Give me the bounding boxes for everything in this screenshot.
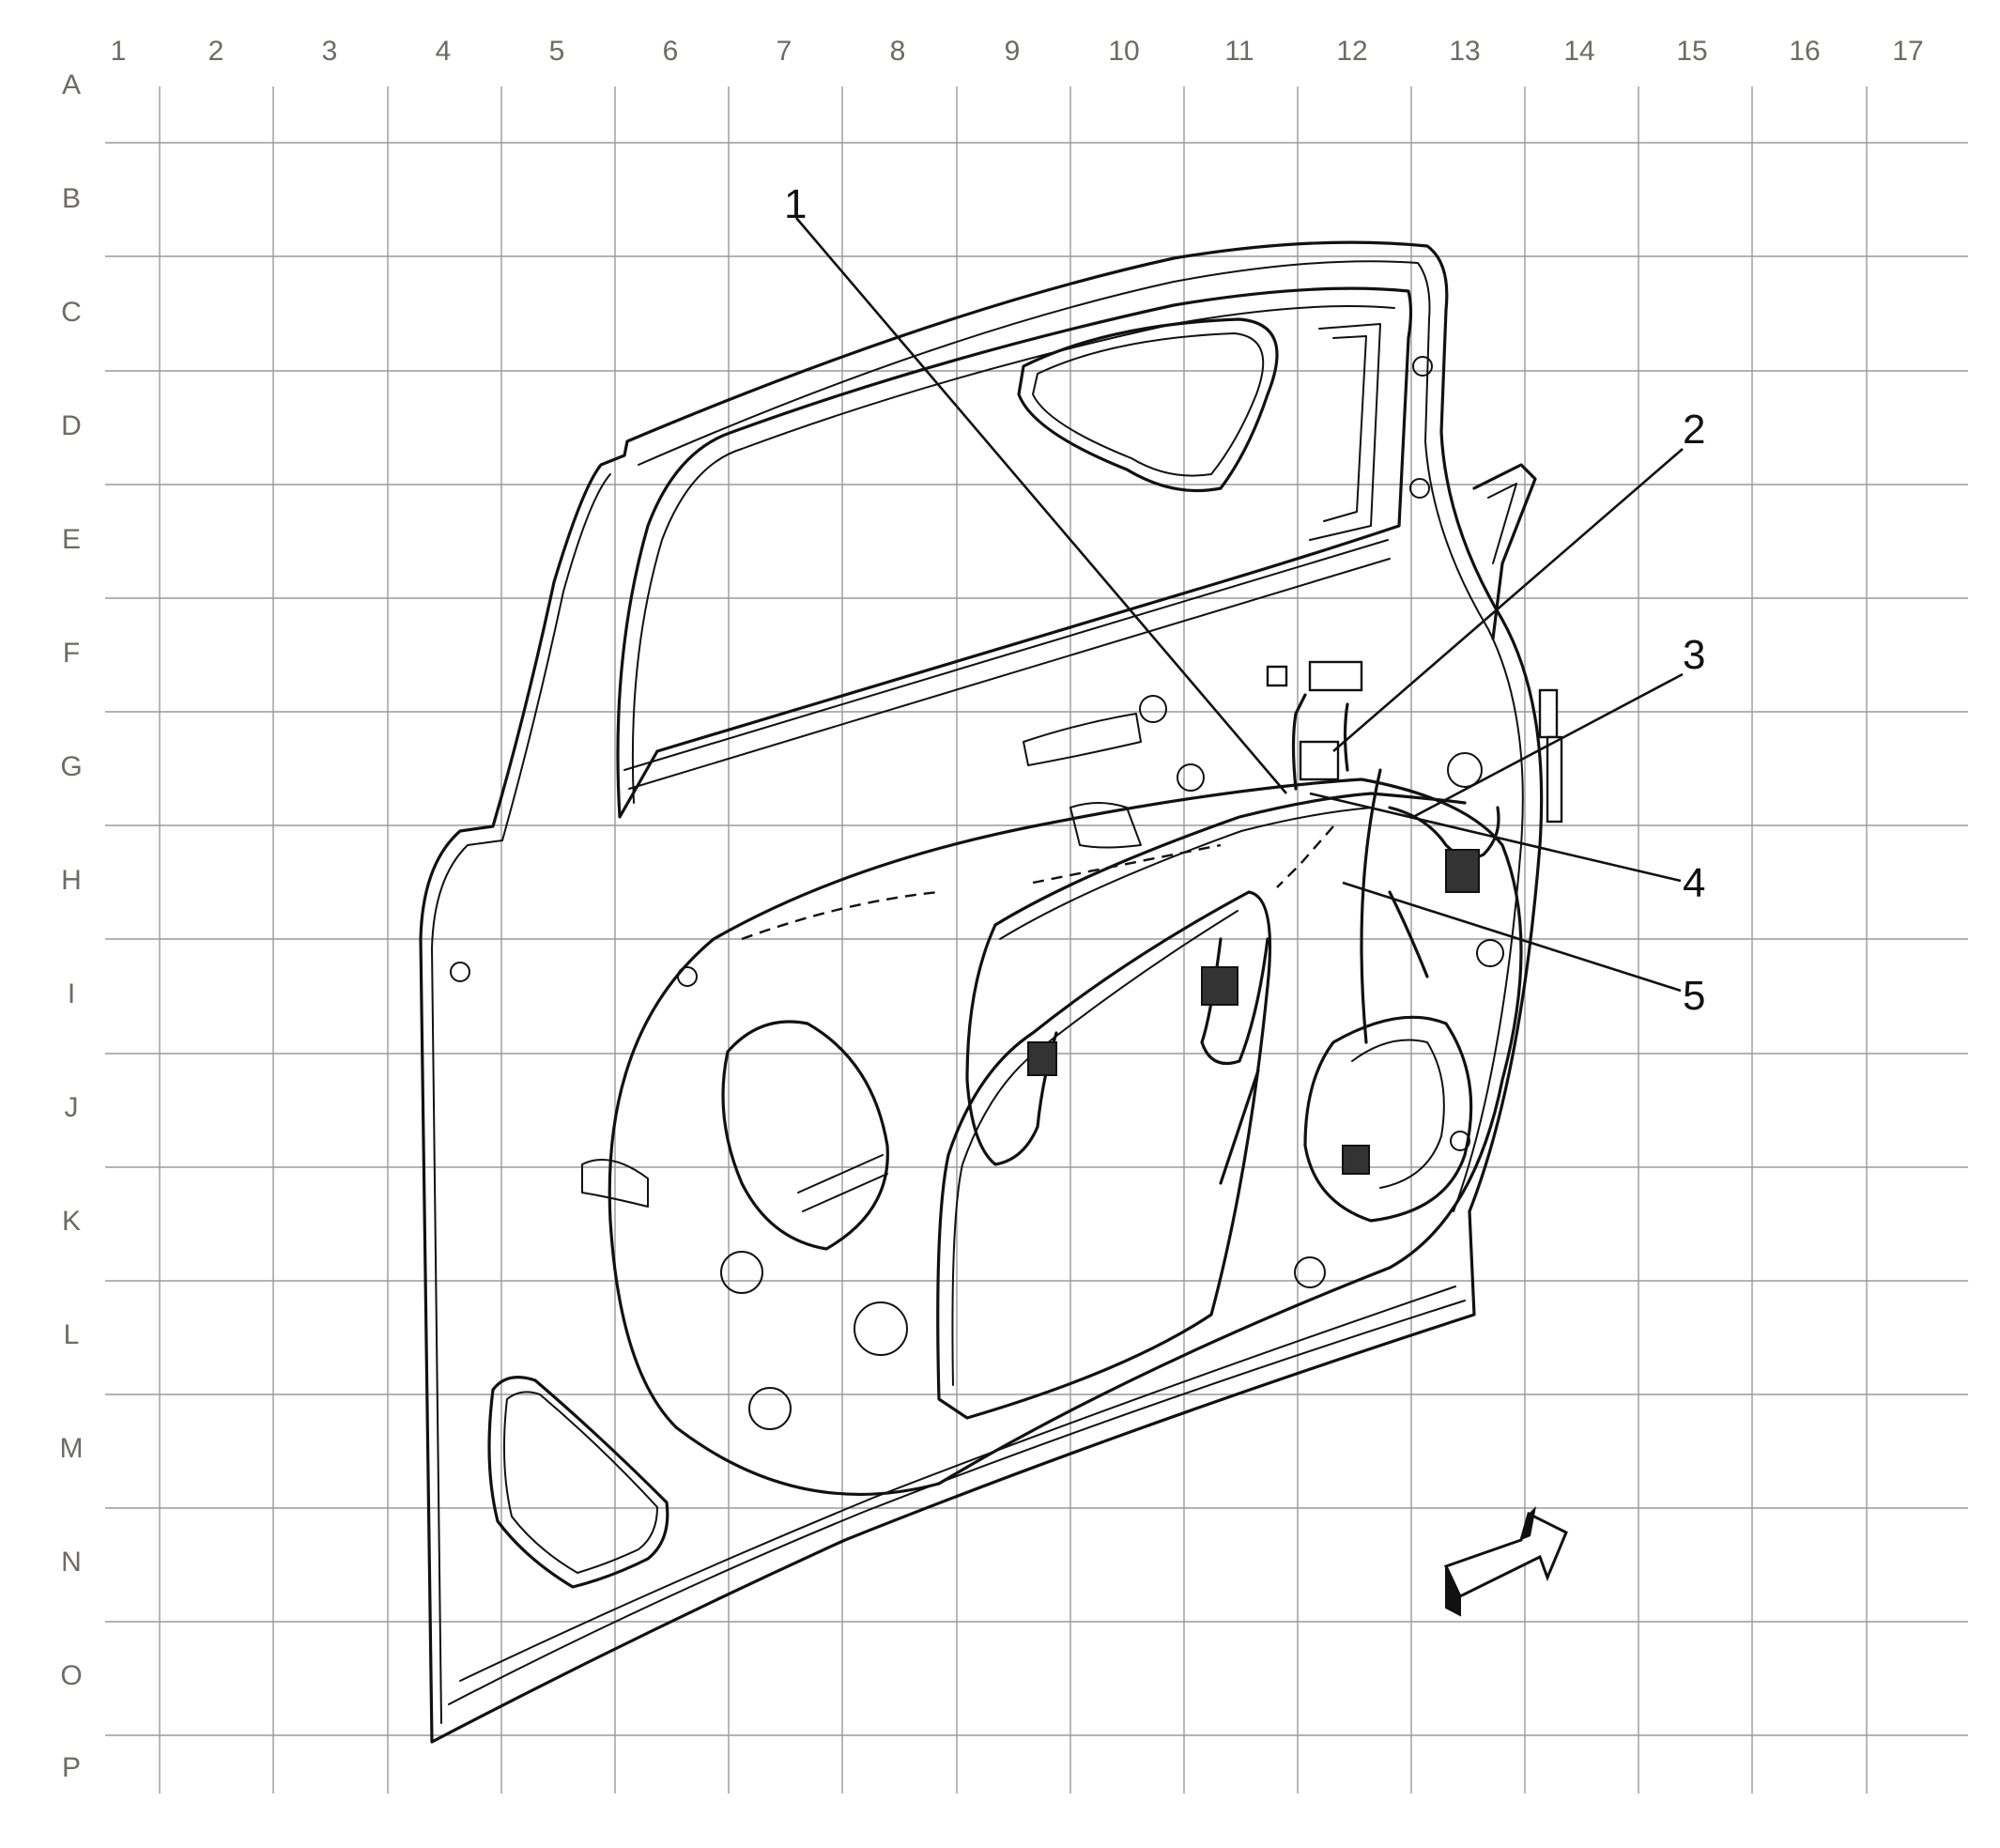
grid-column-label: 9	[1005, 36, 1021, 67]
grid-row-label: H	[61, 865, 82, 896]
reference-grid	[105, 86, 1968, 1794]
grid-column-label: 7	[777, 36, 792, 67]
connector-small-icon	[1266, 665, 1288, 687]
panel-holes	[450, 356, 1504, 1430]
window-frame	[616, 286, 1413, 819]
grid-row-label: M	[60, 1433, 84, 1464]
latch-strip-icon	[1546, 735, 1563, 824]
grid-row-label: J	[65, 1092, 79, 1123]
grid-row-label: B	[62, 183, 81, 214]
grid-row-labels: A B C D E F G H I J K L M N O P	[60, 69, 84, 1783]
leader-4	[1309, 792, 1682, 883]
latch-connector-icon	[1538, 688, 1559, 739]
callout-4: 4	[1683, 860, 1705, 906]
grid-column-label: 8	[890, 36, 906, 67]
callout-5: 5	[1683, 973, 1705, 1019]
leader-1	[795, 217, 1287, 794]
grid-column-label: 13	[1449, 36, 1480, 67]
grid-row-label: A	[62, 69, 81, 100]
lower-reinforcement	[487, 1376, 669, 1589]
callout-labels: 1 2 3 4 5	[784, 181, 1705, 1019]
callout-2: 2	[1683, 407, 1705, 453]
grid-column-label: 16	[1789, 36, 1820, 67]
grid-row-label: K	[62, 1206, 81, 1237]
callout-3: 3	[1683, 632, 1705, 678]
grid-column-label: 6	[663, 36, 679, 67]
grid-row-label: P	[62, 1752, 81, 1783]
leader-3	[1412, 672, 1684, 819]
grid-row-label: O	[60, 1660, 82, 1691]
grid-row-label: F	[63, 638, 80, 669]
grid-column-label: 10	[1108, 36, 1139, 67]
grid-row-label: L	[64, 1319, 80, 1350]
grid-column-label: 11	[1224, 36, 1254, 67]
grid-column-label: 4	[436, 36, 452, 67]
callout-1: 1	[784, 181, 807, 227]
connector-2-icon	[1299, 740, 1340, 781]
grid-column-label: 17	[1892, 36, 1923, 67]
grid-row-label: E	[62, 524, 81, 555]
grid-row-label: C	[61, 297, 82, 328]
grid-row-label: N	[61, 1547, 82, 1578]
leader-2	[1332, 448, 1684, 752]
connector-left-icon	[1027, 1041, 1057, 1076]
grid-column-label: 3	[322, 36, 338, 67]
grid-row-label: G	[60, 751, 82, 782]
grid-column-label: 1	[111, 36, 127, 67]
grid-row-label: D	[61, 410, 82, 441]
grid-column-label: 12	[1336, 36, 1367, 67]
forward-arrow-icon	[1443, 1506, 1568, 1617]
harness-connectors	[1027, 660, 1563, 1175]
leader-5	[1342, 881, 1682, 993]
grid-row-label: I	[68, 978, 75, 1009]
grid-column-label: 15	[1676, 36, 1707, 67]
mirror-mount	[1472, 463, 1537, 640]
connector-top-icon	[1308, 660, 1363, 692]
connector-speaker-icon	[1342, 1145, 1370, 1175]
inner-panel	[608, 778, 1523, 1497]
leader-lines	[795, 217, 1684, 993]
connector-right-icon	[1445, 849, 1480, 893]
grid-column-label: 5	[549, 36, 565, 67]
grid-column-label: 2	[208, 36, 224, 67]
grid-column-label: 14	[1563, 36, 1594, 67]
connector-middle-icon	[1201, 966, 1238, 1006]
